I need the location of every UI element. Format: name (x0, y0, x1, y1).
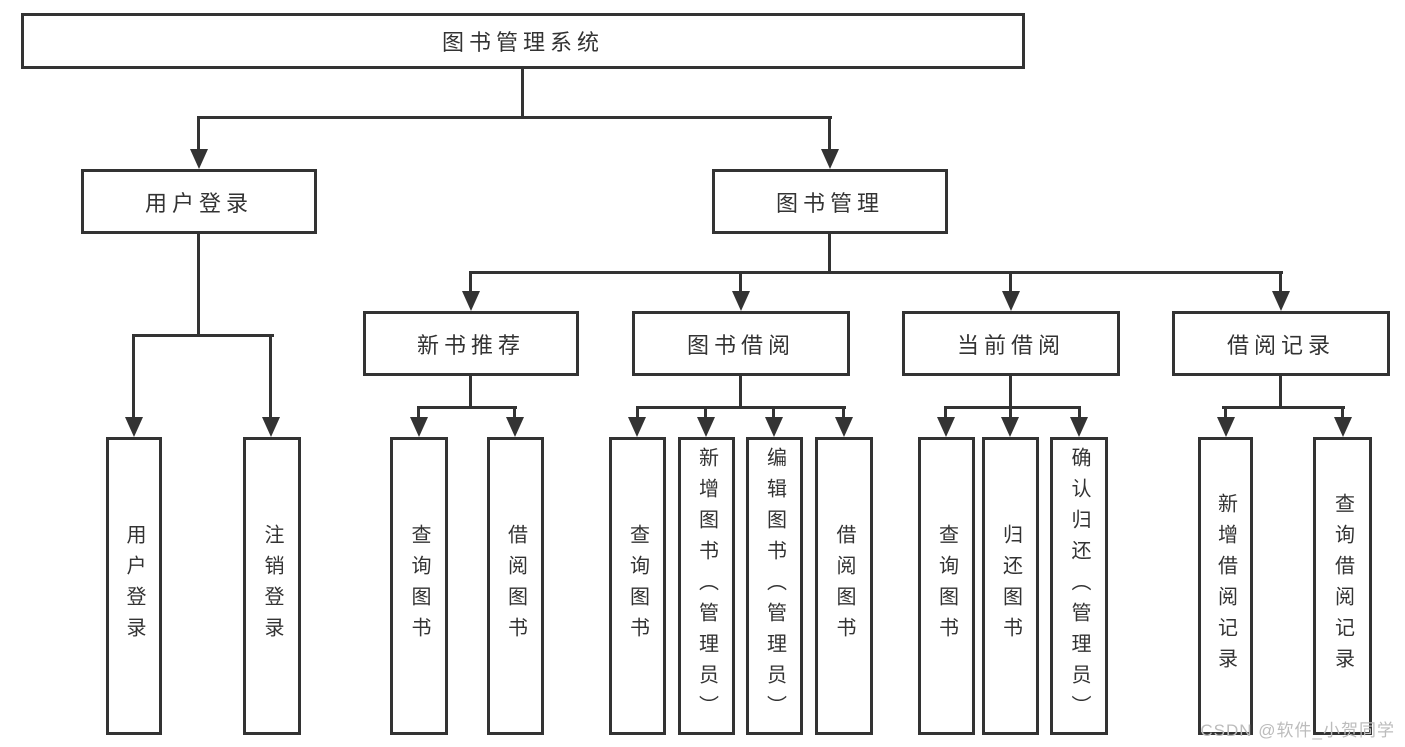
connector-line (469, 376, 472, 408)
leaf-return-books: 归还图书 (982, 437, 1039, 735)
leaf-label: 归还图书 (999, 524, 1022, 648)
leaf-borrow-books: 借阅图书 (815, 437, 873, 735)
arrowhead-down-icon (1272, 291, 1290, 311)
leaf-label: 借阅图书 (833, 524, 855, 648)
leaf-query-books: 查询图书 (390, 437, 448, 735)
connector-line (1279, 271, 1282, 293)
connector-line (944, 406, 1081, 409)
leaf-label: 查询借阅记录 (1331, 493, 1354, 679)
connector-line (469, 271, 472, 293)
connector-line (1009, 271, 1012, 293)
connector-line (739, 271, 742, 293)
node-library-management-system: 图书管理系统 (21, 13, 1025, 69)
leaf-label: 查询图书 (626, 524, 649, 648)
arrowhead-down-icon (835, 417, 853, 437)
leaf-label: 借阅图书 (504, 524, 527, 648)
connector-line (1341, 406, 1344, 420)
node-borrowing-records: 借阅记录 (1172, 311, 1390, 376)
connector-line (197, 116, 832, 119)
arrowhead-down-icon (1001, 417, 1019, 437)
arrowhead-down-icon (628, 417, 646, 437)
leaf-label: 确认归还（管理员） (1068, 446, 1090, 726)
arrowhead-down-icon (1334, 417, 1352, 437)
connector-line (1279, 376, 1282, 408)
connector-line (197, 116, 200, 152)
leaf-label: 注销登录 (261, 524, 283, 648)
connector-line (704, 406, 707, 420)
leaf-label: 新增借阅记录 (1214, 493, 1237, 679)
arrowhead-down-icon (697, 417, 715, 437)
connector-line (828, 233, 831, 273)
node-current-borrowing: 当前借阅 (902, 311, 1120, 376)
leaf-logout: 注销登录 (243, 437, 301, 735)
leaf-query-books: 查询图书 (609, 437, 666, 735)
arrowhead-down-icon (410, 417, 428, 437)
arrowhead-down-icon (125, 417, 143, 437)
connector-line (1078, 406, 1081, 420)
connector-line (842, 406, 845, 420)
leaf-label: 查询图书 (935, 524, 958, 648)
node-user-login: 用户登录 (81, 169, 317, 234)
arrowhead-down-icon (462, 291, 480, 311)
arrowhead-down-icon (190, 149, 208, 169)
arrowhead-down-icon (937, 417, 955, 437)
leaf-label: 查询图书 (408, 524, 430, 648)
arrowhead-down-icon (821, 149, 839, 169)
arrowhead-down-icon (1217, 417, 1235, 437)
leaf-edit-books-admin: 编辑图书（管理员） (746, 437, 803, 735)
node-book-management: 图书管理 (712, 169, 948, 234)
leaf-confirm-return-admin: 确认归还（管理员） (1050, 437, 1108, 735)
connector-line (739, 376, 742, 408)
csdn-watermark: CSDN @软件_小贺同学 (1200, 721, 1395, 740)
connector-line (269, 334, 272, 420)
connector-line (417, 406, 420, 420)
connector-line (1009, 376, 1012, 408)
arrowhead-down-icon (765, 417, 783, 437)
leaf-label: 用户登录 (123, 524, 145, 648)
connector-line (828, 116, 831, 152)
arrowhead-down-icon (1002, 291, 1020, 311)
connector-line (1222, 406, 1345, 409)
arrowhead-down-icon (506, 417, 524, 437)
connector-line (772, 406, 775, 420)
leaf-add-borrow-record: 新增借阅记录 (1198, 437, 1253, 735)
connector-line (1224, 406, 1227, 420)
leaf-borrow-books: 借阅图书 (487, 437, 544, 735)
connector-line (636, 406, 846, 409)
connector-line (944, 406, 947, 420)
leaf-add-books-admin: 新增图书（管理员） (678, 437, 735, 735)
connector-line (132, 334, 135, 420)
leaf-label: 新增图书（管理员） (695, 446, 718, 726)
connector-line (1009, 406, 1012, 420)
connector-line (469, 271, 1283, 274)
connector-line (521, 69, 524, 118)
connector-line (197, 233, 200, 336)
node-book-borrowing: 图书借阅 (632, 311, 850, 376)
leaf-user-login: 用户登录 (106, 437, 162, 735)
arrowhead-down-icon (732, 291, 750, 311)
arrowhead-down-icon (1070, 417, 1088, 437)
node-new-book-recommendation: 新书推荐 (363, 311, 579, 376)
arrowhead-down-icon (262, 417, 280, 437)
connector-line (513, 406, 516, 420)
connector-line (417, 406, 517, 409)
leaf-label: 编辑图书（管理员） (763, 446, 786, 726)
leaf-query-borrow-record: 查询借阅记录 (1313, 437, 1372, 735)
leaf-query-books: 查询图书 (918, 437, 975, 735)
connector-line (636, 406, 639, 420)
connector-line (132, 334, 274, 337)
